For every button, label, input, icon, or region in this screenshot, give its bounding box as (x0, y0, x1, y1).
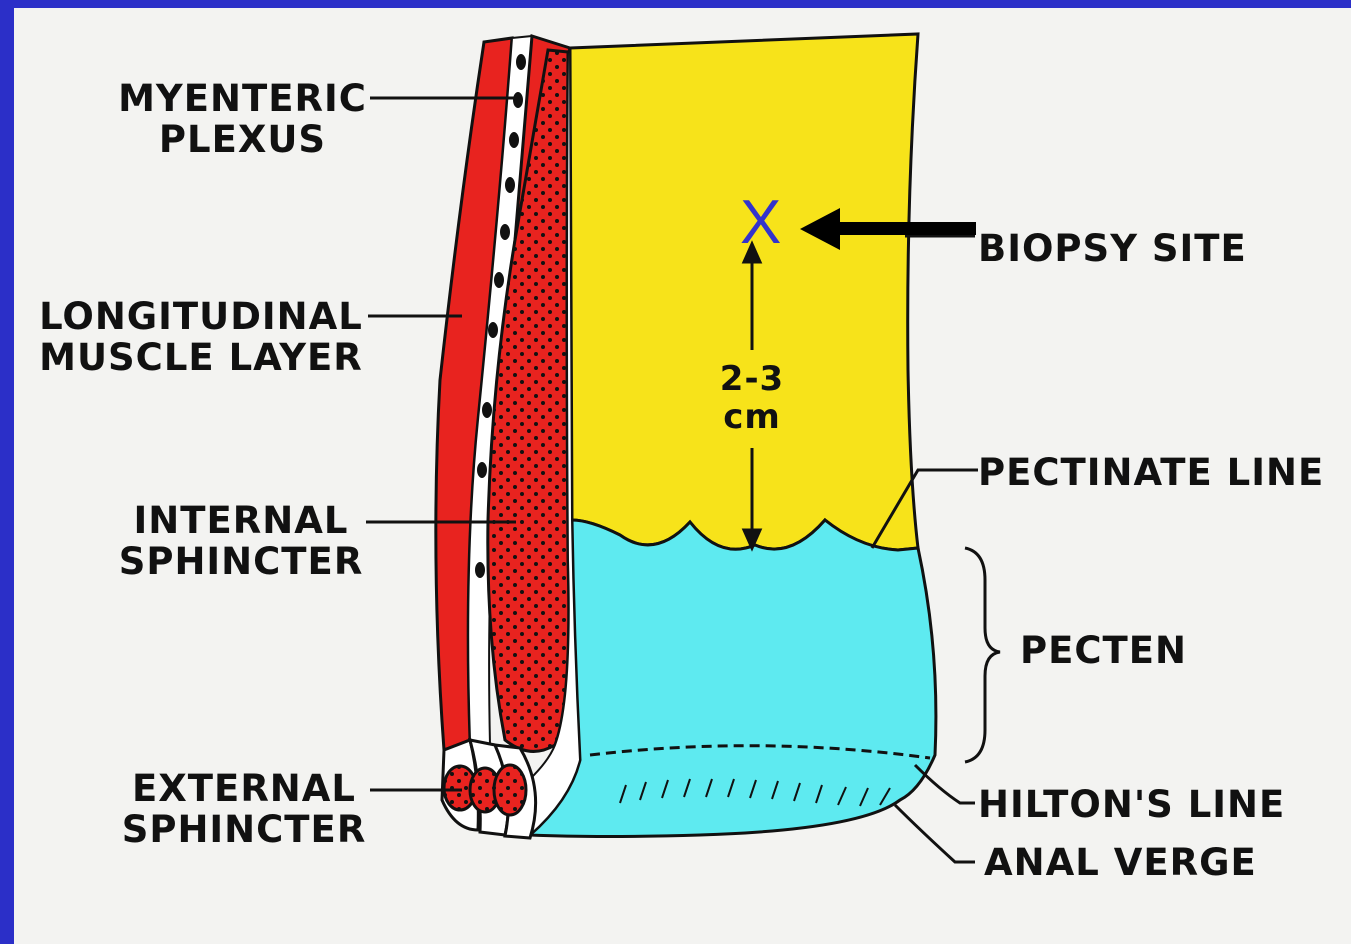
label-internal-sphincter: INTERNAL SPHINCTER (115, 500, 367, 582)
pecten-brace (965, 548, 1000, 762)
label-hiltons-line: HILTON'S LINE (978, 784, 1285, 825)
label-measurement: 2-3 cm (712, 360, 792, 436)
label-external-sphincter: EXTERNAL SPHINCTER (118, 768, 370, 850)
biopsy-marker-x: X (740, 190, 781, 256)
label-myenteric-line2: PLEXUS (115, 119, 370, 160)
label-anal-verge: ANAL VERGE (984, 842, 1257, 883)
label-internal-line1: INTERNAL (115, 500, 367, 541)
label-pectinate-line: PECTINATE LINE (978, 452, 1324, 493)
label-external-line2: SPHINCTER (118, 809, 370, 850)
label-pecten: PECTEN (1020, 630, 1187, 671)
label-myenteric-line1: MYENTERIC (115, 78, 370, 119)
label-longitudinal-muscle: LONGITUDINAL MUSCLE LAYER (34, 296, 368, 378)
label-measurement-unit: cm (712, 398, 792, 436)
pecten-cyan-region (530, 520, 936, 837)
label-measurement-value: 2-3 (712, 360, 792, 398)
label-biopsy-site: BIOPSY SITE (978, 228, 1247, 269)
mucosa-yellow-region (570, 34, 918, 550)
label-longitudinal-line2: MUSCLE LAYER (34, 337, 368, 378)
label-external-line1: EXTERNAL (118, 768, 370, 809)
label-internal-line2: SPHINCTER (115, 541, 367, 582)
label-longitudinal-line1: LONGITUDINAL (34, 296, 368, 337)
label-myenteric-plexus: MYENTERIC PLEXUS (115, 78, 370, 160)
